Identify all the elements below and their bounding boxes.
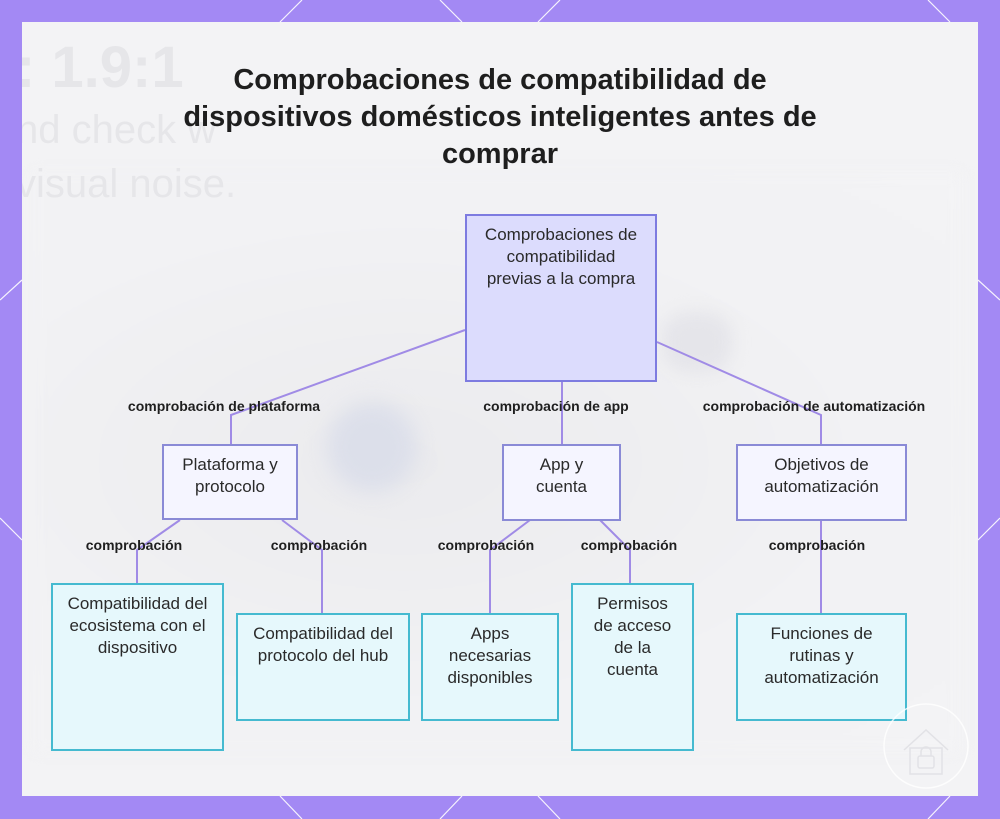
platform-node: Plataforma y protocolo [162, 444, 298, 520]
routines-label: Funciones de rutinas y automatización [764, 624, 879, 687]
hub-protocol-label: Compatibilidad del protocolo del hub [253, 624, 393, 665]
background-device-shape [327, 402, 417, 492]
hub-protocol-node: Compatibilidad del protocolo del hub [236, 613, 410, 721]
account-permissions-node: Permisos de acceso de la cuenta [571, 583, 694, 751]
edge-label-check: comprobación [270, 537, 368, 553]
root-node-label: Comprobaciones de compatibilidad previas… [484, 225, 638, 288]
automation-node: Objetivos de automatización [736, 444, 907, 521]
background-text-line: nd check w [22, 108, 217, 152]
diagram-title: Comprobaciones de compatibilidad de disp… [183, 64, 817, 170]
routines-node: Funciones de rutinas y automatización [736, 613, 907, 721]
background-lamp-shape [662, 312, 732, 372]
required-apps-label: Apps necesarias disponibles [447, 624, 533, 687]
edge-label-app: comprobación de app [483, 398, 629, 414]
required-apps-node: Apps necesarias disponibles [421, 613, 559, 721]
edge-label-check: comprobación [580, 537, 678, 553]
background-text-line: : 1.9:1 [22, 35, 184, 100]
background-text-line: visual noise. [22, 162, 237, 206]
edge-label-check: comprobación [85, 537, 183, 553]
root-node: Comprobaciones de compatibilidad previas… [465, 214, 657, 382]
ecosystem-compat-node: Compatibilidad del ecosistema con el dis… [51, 583, 224, 751]
edge-label-check: comprobación [768, 537, 866, 553]
edge-label-platform: comprobación de plataforma [127, 398, 321, 414]
app-node: App y cuenta [502, 444, 621, 521]
platform-node-label: Plataforma y protocolo [182, 455, 278, 496]
ecosystem-compat-label: Compatibilidad del ecosistema con el dis… [67, 594, 208, 657]
edge-label-check: comprobación [437, 537, 535, 553]
edge-label-automation: comprobación de automatización [702, 398, 926, 414]
automation-node-label: Objetivos de automatización [764, 455, 879, 496]
app-node-label: App y cuenta [535, 455, 588, 496]
house-lock-icon [883, 703, 969, 789]
account-permissions-label: Permisos de acceso de la cuenta [593, 594, 672, 679]
